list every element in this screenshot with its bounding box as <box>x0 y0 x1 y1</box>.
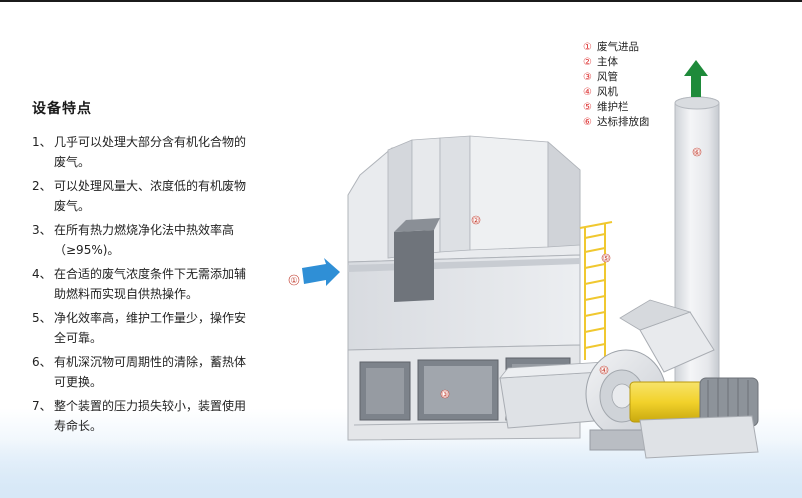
feature-text: 几乎可以处理大部分含有机化合物的废气。 <box>54 135 247 169</box>
feature-item: 2、 可以处理风量大、浓度低的有机废物废气。 <box>32 176 247 216</box>
main-body: ② <box>347 135 581 351</box>
feature-text: 可以处理风量大、浓度低的有机废物废气。 <box>54 179 247 213</box>
fan-marker <box>599 365 609 375</box>
legend-label: 废气进品 <box>597 41 639 53</box>
body-marker <box>471 215 481 225</box>
feature-number: 2、 <box>32 179 52 193</box>
fan-marker-label: ④ <box>600 366 607 375</box>
railing-marker-label: ⑤ <box>602 254 609 263</box>
legend-item: ④ 风机 <box>583 85 703 100</box>
feature-item: 1、 几乎可以处理大部分含有机化合物的废气。 <box>32 132 247 172</box>
feature-text: 净化效率高，维护工作量少，操作安全可靠。 <box>54 311 247 345</box>
fan-motor <box>629 377 759 459</box>
feature-text: 在合适的废气浓度条件下无需添加辅助燃料而实现自供热操作。 <box>54 267 247 301</box>
feature-item: 6、 有机深沉物可周期性的清除，蓄热体可更换。 <box>32 352 247 392</box>
legend-number: ⑤ <box>583 102 592 113</box>
exhaust-stack: ⑥ <box>674 96 720 406</box>
feature-number: 6、 <box>32 355 52 369</box>
feature-list: 1、 几乎可以处理大部分含有机化合物的废气。 2、 可以处理风量大、浓度低的有机… <box>32 132 247 436</box>
feature-number: 3、 <box>32 223 52 237</box>
legend-label: 风管 <box>597 71 618 83</box>
legend-item: ⑤ 维护栏 <box>583 100 703 115</box>
legend-item: ③ 风管 <box>583 70 703 85</box>
legend-item: ② 主体 <box>583 55 703 70</box>
features-panel: 设备特点 1、 几乎可以处理大部分含有机化合物的废气。 2、 可以处理风量大、浓… <box>32 98 247 440</box>
feature-item: 5、 净化效率高，维护工作量少，操作安全可靠。 <box>32 308 247 348</box>
duct-marker-label: ③ <box>441 390 448 399</box>
body-marker-label: ② <box>472 216 479 225</box>
feature-number: 5、 <box>32 311 52 325</box>
legend-number: ④ <box>583 87 592 98</box>
legend-number: ③ <box>583 72 592 83</box>
legend-number: ① <box>583 42 592 53</box>
legend-label: 风机 <box>597 86 618 98</box>
stack-marker <box>692 147 702 157</box>
feature-number: 4、 <box>32 267 52 281</box>
feature-text: 有机深沉物可周期性的清除，蓄热体可更换。 <box>54 355 247 389</box>
duct-marker <box>440 389 450 399</box>
feature-number: 1、 <box>32 135 52 149</box>
legend-item: ① 废气进品 <box>583 40 703 55</box>
exhaust-arrow-icon <box>684 60 708 97</box>
stack-marker-label: ⑥ <box>693 148 700 157</box>
inlet-marker-label: ① <box>290 276 297 285</box>
feature-item: 4、 在合适的废气浓度条件下无需添加辅助燃料而实现自供热操作。 <box>32 264 247 304</box>
component-legend: ① 废气进品 ② 主体 ③ 风管 ④ 风机 ⑤ 维护栏 ⑥ 达标排放囱 <box>583 40 703 130</box>
inlet-marker <box>288 274 300 286</box>
feature-number: 7、 <box>32 399 52 413</box>
top-divider <box>0 0 802 2</box>
features-title: 设备特点 <box>32 101 92 117</box>
legend-number: ⑥ <box>583 117 592 128</box>
maintenance-railing <box>579 221 613 360</box>
railing-marker: ⑤ <box>601 253 611 263</box>
legend-label: 维护栏 <box>597 101 629 113</box>
legend-label: 主体 <box>597 56 618 68</box>
legend-item: ⑥ 达标排放囱 <box>583 115 703 130</box>
legend-label: 达标排放囱 <box>597 116 650 128</box>
feature-item: 7、 整个装置的压力损失较小，装置使用寿命长。 <box>32 396 247 436</box>
fan-outlet-duct <box>619 299 715 373</box>
inlet-arrow-icon: ① <box>288 258 340 286</box>
feature-text: 整个装置的压力损失较小，装置使用寿命长。 <box>54 399 247 433</box>
legend-number: ② <box>583 57 592 68</box>
feature-item: 3、 在所有热力燃烧净化法中热效率高（≥95%)。 <box>32 220 247 260</box>
feature-text: 在所有热力燃烧净化法中热效率高（≥95%)。 <box>54 223 235 257</box>
